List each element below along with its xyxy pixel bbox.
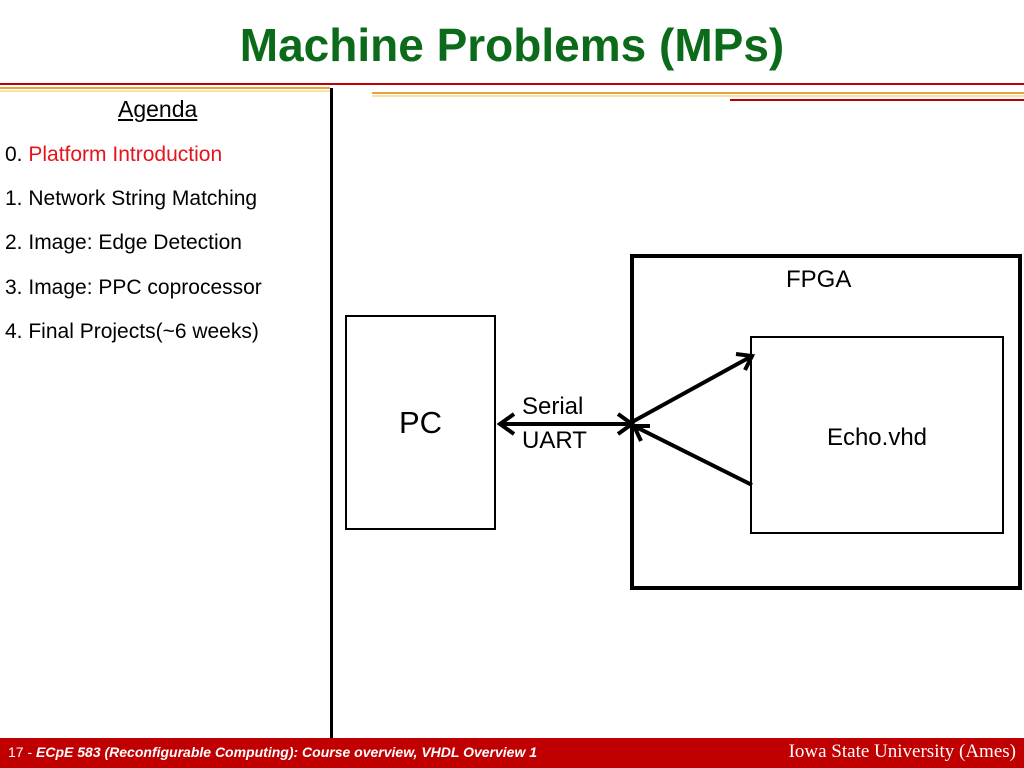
- agenda-item-number: 3.: [5, 276, 23, 299]
- echo-to-fpga-arrowhead: [630, 424, 650, 442]
- agenda-item-text: Image: Edge Detection: [28, 231, 242, 254]
- header-rules: [0, 83, 1024, 101]
- echo-module-label: Echo.vhd: [826, 424, 928, 451]
- fpga-label: FPGA: [786, 266, 852, 293]
- agenda-item-3: 3. Image: PPC coprocessor: [5, 276, 262, 300]
- echo-to-fpga-line: [633, 424, 753, 487]
- agenda-item-text: Image: PPC coprocessor: [28, 276, 262, 299]
- agenda-item-text: Final Projects(~6 weeks): [28, 320, 259, 343]
- vertical-divider: [330, 88, 333, 738]
- institution-name: Iowa State University (Ames): [788, 741, 1016, 762]
- footer-left: 17 - ECpE 583 (Reconfigurable Computing)…: [8, 744, 537, 760]
- footer-bar: [0, 738, 1024, 768]
- agenda-item-2: 2. Image: Edge Detection: [5, 231, 242, 255]
- agenda-item-text: Platform Introduction: [28, 143, 223, 166]
- uart-label: UART: [522, 427, 587, 454]
- serial-link-arrowhead-left: [496, 412, 516, 436]
- agenda-item-text: Network String Matching: [28, 187, 258, 210]
- agenda-item-number: 0.: [5, 143, 23, 166]
- pc-label: PC: [398, 405, 443, 440]
- agenda-item-number: 4.: [5, 320, 23, 343]
- agenda-item-1: 1. Network String Matching: [5, 187, 257, 211]
- fpga-to-echo-arrowhead: [735, 352, 756, 371]
- slide-title: Machine Problems (MPs): [239, 19, 785, 71]
- echo-module-box: [750, 336, 1004, 534]
- agenda-item-number: 1.: [5, 187, 23, 210]
- agenda-item-0: 0. Platform Introduction: [5, 143, 222, 167]
- agenda-item-4: 4. Final Projects(~6 weeks): [5, 320, 259, 344]
- page-number: 17 -: [8, 744, 33, 760]
- course-title: ECpE 583 (Reconfigurable Computing): Cou…: [36, 744, 538, 760]
- serial-label: Serial: [522, 393, 584, 420]
- pc-box: [345, 315, 496, 530]
- fpga-to-echo-line: [631, 354, 753, 424]
- agenda-heading: Agenda: [118, 96, 198, 122]
- agenda-item-number: 2.: [5, 231, 23, 254]
